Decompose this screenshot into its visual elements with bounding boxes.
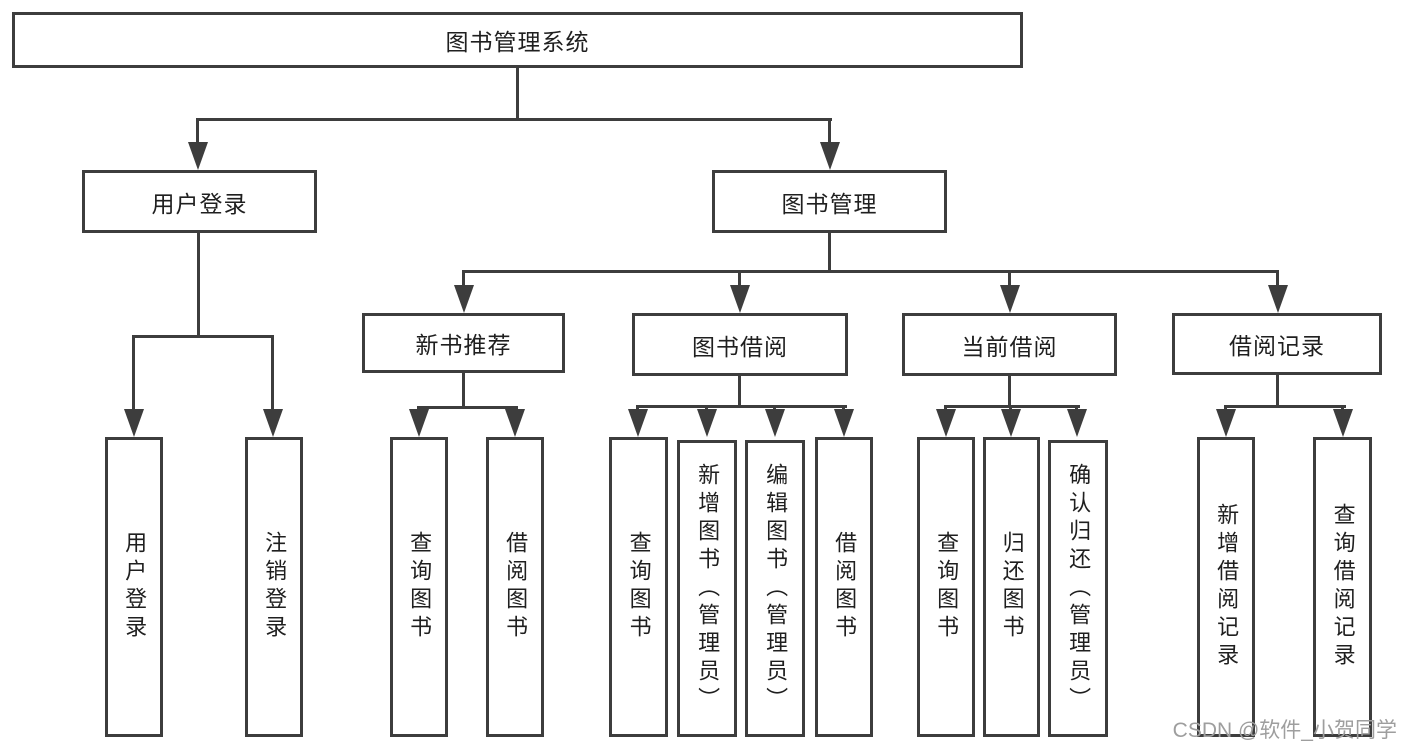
connector-new-books-stem [462,371,465,409]
node-book-management: 图书管理 [712,170,947,233]
leaf-nb-query-books: 查询图书 [390,437,448,737]
leaf-bb-edit-book-admin: 编辑图书（管理员） [745,440,805,737]
arrowhead-cb-return [1001,409,1021,437]
connector-drop-current [1008,270,1011,292]
node-book-borrow-label: 图书借阅 [692,333,788,360]
leaf-cb-return-book-label: 归还图书 [999,531,1025,643]
arrowhead-rec-add [1216,409,1236,437]
leaf-nb-query-books-label: 查询图书 [407,531,433,643]
arrowhead-bb-edit [765,409,785,437]
node-book-borrow: 图书借阅 [632,313,848,376]
csdn-watermark: CSDN @软件_小贺同学 [1172,719,1397,742]
connector-drop-user-login [196,118,199,146]
arrowhead-book-mgmt [820,142,840,170]
arrowhead-bb-query [628,409,648,437]
leaf-cb-confirm-return-admin: 确认归还（管理员） [1048,440,1108,737]
connector-current-branch [944,405,1080,408]
arrowhead-borrowing [730,285,750,313]
leaf-rec-add-record: 新增借阅记录 [1197,437,1255,737]
arrowhead-current [1000,285,1020,313]
leaf-nb-borrow-books: 借阅图书 [486,437,544,737]
node-current-borrow-label: 当前借阅 [961,333,1058,360]
connector-user-login-stem [197,230,200,338]
connector-drop-leaf-login [132,335,135,413]
leaf-user-login: 用户登录 [105,437,163,737]
arrowhead-nb-query [409,409,429,437]
arrowhead-user-login [188,142,208,170]
node-root-label: 图书管理系统 [445,29,590,55]
leaf-bb-borrow-books-label: 借阅图书 [832,531,858,643]
connector-drop-records [1276,270,1279,292]
leaf-rec-query-record-label: 查询借阅记录 [1330,503,1356,671]
leaf-bb-add-book-admin-label: 新增图书（管理员） [695,462,721,715]
connector-drop-book-mgmt [828,118,831,146]
leaf-logout-label: 注销登录 [262,531,288,643]
node-borrow-records-label: 借阅记录 [1229,333,1325,359]
leaf-rec-query-record: 查询借阅记录 [1313,437,1372,737]
node-current-borrow: 当前借阅 [902,313,1117,376]
connector-records-branch [1224,405,1346,408]
connector-records-stem [1276,373,1279,408]
arrowhead-records [1268,285,1288,313]
node-book-management-label: 图书管理 [781,190,878,217]
leaf-bb-query-books: 查询图书 [609,437,668,737]
arrowhead-bb-borrow [834,409,854,437]
leaf-cb-confirm-return-admin-label: 确认归还（管理员） [1066,462,1092,715]
node-new-book-recommend-label: 新书推荐 [415,332,512,358]
leaf-cb-query-books-label: 查询图书 [934,531,960,643]
node-borrow-records: 借阅记录 [1172,313,1382,375]
leaf-bb-edit-book-admin-label: 编辑图书（管理员） [763,462,789,715]
node-new-book-recommend: 新书推荐 [362,313,565,373]
connector-book-mgmt-stem [828,230,831,272]
leaf-bb-query-books-label: 查询图书 [626,531,652,643]
connector-drop-borrowing [738,270,741,292]
arrowhead-rec-query [1333,409,1353,437]
leaf-cb-query-books: 查询图书 [917,437,975,737]
arrowhead-leaf-logout [263,409,283,437]
connector-borrowing-branch [636,405,847,408]
leaf-rec-add-record-label: 新增借阅记录 [1214,503,1240,671]
connector-root-branch [196,118,832,121]
connector-new-books-branch [417,406,518,409]
connector-borrowing-stem [738,374,741,408]
leaf-cb-return-book: 归还图书 [983,437,1040,737]
leaf-bb-borrow-books: 借阅图书 [815,437,873,737]
arrowhead-new-books [454,285,474,313]
leaf-nb-borrow-books-label: 借阅图书 [503,531,529,643]
leaf-logout: 注销登录 [245,437,303,737]
connector-root-stem [516,66,519,120]
connector-current-stem [1008,374,1011,408]
leaf-bb-add-book-admin: 新增图书（管理员） [677,440,737,737]
connector-drop-leaf-logout [271,335,274,413]
arrowhead-bb-add [697,409,717,437]
node-user-login-label: 用户登录 [151,190,248,217]
arrowhead-cb-query [936,409,956,437]
leaf-user-login-label: 用户登录 [122,531,148,643]
arrowhead-cb-confirm [1067,409,1087,437]
arrowhead-leaf-login [124,409,144,437]
arrowhead-nb-borrow [505,409,525,437]
connector-drop-new-books [462,270,465,292]
node-user-login: 用户登录 [82,170,317,233]
connector-book-mgmt-branch [462,270,1279,273]
node-root: 图书管理系统 [12,12,1023,68]
connector-user-login-branch [132,335,274,338]
